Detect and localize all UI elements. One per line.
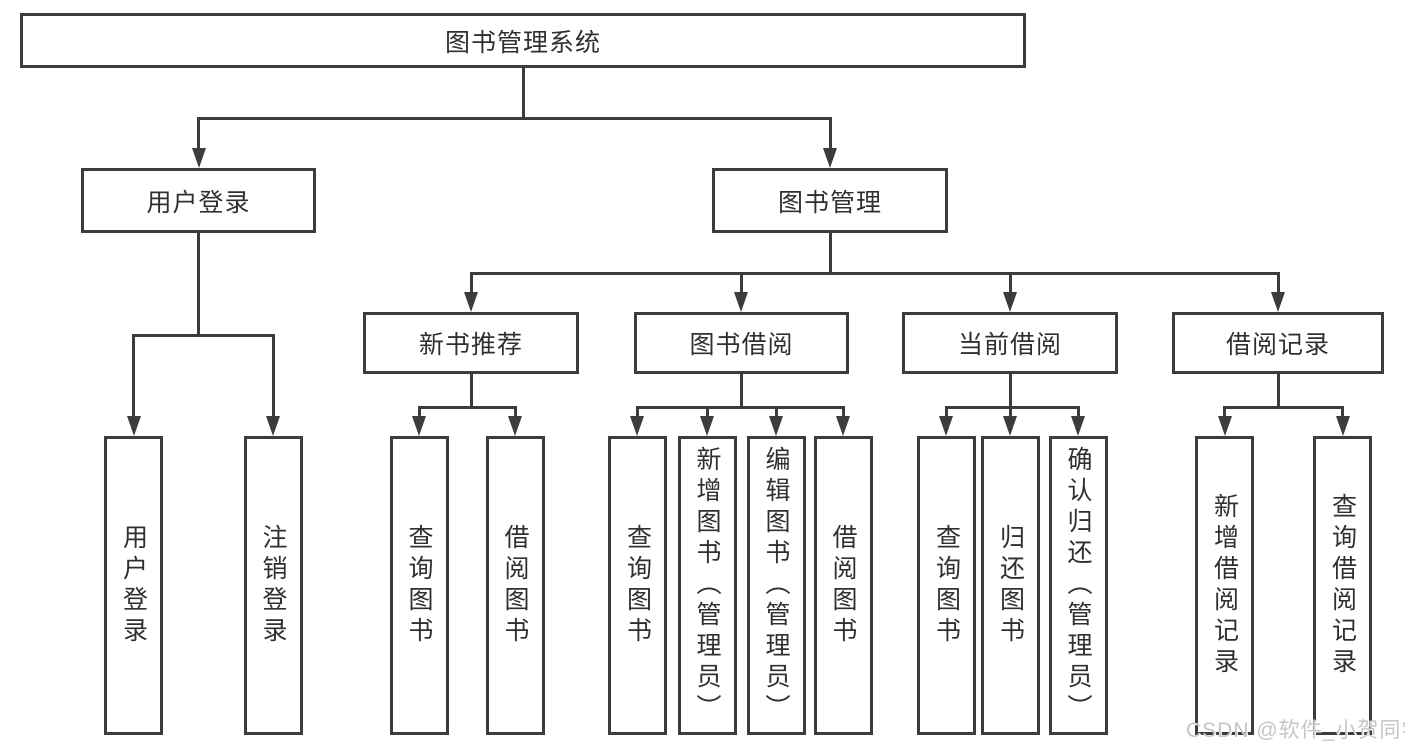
- connector-line: [417, 406, 517, 409]
- arrow-down-icon: [1335, 416, 1350, 436]
- arrow-down-icon: [1003, 416, 1017, 436]
- leaf-borrow-book-borrowing: 借阅图书: [813, 436, 873, 735]
- connector-line: [739, 272, 743, 294]
- connector-line: [132, 334, 135, 418]
- leaf-borrow-book-recommend: 借阅图书: [485, 436, 545, 735]
- arrow-down-icon: [734, 292, 748, 312]
- connector-line: [1008, 406, 1012, 418]
- arrow-down-icon: [939, 416, 953, 436]
- arrow-down-icon: [266, 416, 280, 436]
- connector-line: [635, 406, 639, 418]
- arrow-down-icon: [1271, 292, 1285, 312]
- connector-line: [705, 406, 709, 418]
- connector-line: [469, 374, 473, 407]
- arrow-down-icon: [1071, 416, 1085, 436]
- leaf-user-login: 用户登录: [104, 436, 163, 735]
- connector-line: [1008, 374, 1012, 407]
- leaf-query-book-borrowing: 查询图书: [608, 436, 667, 735]
- arrow-down-icon: [1003, 292, 1017, 312]
- connector-line: [1223, 406, 1344, 409]
- connector-line: [944, 406, 948, 418]
- connector-line: [828, 117, 832, 151]
- connector-line: [635, 406, 845, 409]
- leaf-query-borrow-record: 查询借阅记录: [1313, 436, 1372, 735]
- leaf-edit-book-admin: 编辑图书（管理员）: [746, 436, 806, 735]
- node-current-borrowing: 当前借阅: [902, 312, 1118, 374]
- arrow-down-icon: [1217, 416, 1232, 436]
- node-book-borrowing: 图书借阅: [634, 312, 849, 374]
- connector-line: [271, 334, 275, 418]
- arrow-down-icon: [823, 148, 837, 168]
- connector-line: [469, 272, 473, 294]
- connector-line: [197, 233, 200, 336]
- connector-line: [1223, 406, 1226, 418]
- node-book-management: 图书管理: [712, 168, 948, 233]
- connector-line: [1008, 272, 1012, 294]
- connector-line: [521, 68, 525, 119]
- leaf-query-book-recommend: 查询图书: [389, 436, 449, 735]
- node-library-system: 图书管理系统: [20, 13, 1026, 68]
- arrow-down-icon: [836, 416, 850, 436]
- connector-line: [132, 334, 274, 337]
- leaf-return-book: 归还图书: [981, 436, 1040, 735]
- arrow-down-icon: [464, 292, 478, 312]
- arrow-down-icon: [700, 416, 714, 436]
- leaf-logout: 注销登录: [243, 436, 303, 735]
- connector-line: [828, 233, 832, 274]
- connector-line: [841, 406, 845, 418]
- leaf-add-borrow-record: 新增借阅记录: [1195, 436, 1254, 735]
- connector-line: [774, 406, 778, 418]
- connector-line: [1276, 272, 1280, 294]
- arrow-down-icon: [508, 416, 522, 436]
- connector-line: [417, 406, 421, 418]
- leaf-query-book-current: 查询图书: [917, 436, 976, 735]
- arrow-down-icon: [630, 416, 644, 436]
- connector-line: [944, 406, 1080, 409]
- arrow-down-icon: [191, 148, 206, 168]
- node-new-book-recommend: 新书推荐: [363, 312, 579, 374]
- connector-line: [1341, 406, 1344, 418]
- connector-line: [469, 272, 1280, 275]
- connector-line: [740, 374, 743, 407]
- watermark: CSDN @软件_小贺同学: [1186, 719, 1405, 742]
- arrow-down-icon: [412, 416, 426, 436]
- leaf-add-book-admin: 新增图书（管理员）: [677, 436, 737, 735]
- arrow-down-icon: [769, 416, 783, 436]
- node-borrowing-records: 借阅记录: [1172, 312, 1384, 374]
- leaf-confirm-return-admin: 确认归还（管理员）: [1048, 436, 1108, 735]
- connector-line: [1076, 406, 1080, 418]
- connector-line: [197, 117, 200, 151]
- connector-line: [513, 406, 517, 418]
- arrow-down-icon: [126, 416, 141, 436]
- node-user-login: 用户登录: [81, 168, 316, 233]
- connector-line: [1276, 374, 1280, 407]
- connector-line: [197, 117, 831, 120]
